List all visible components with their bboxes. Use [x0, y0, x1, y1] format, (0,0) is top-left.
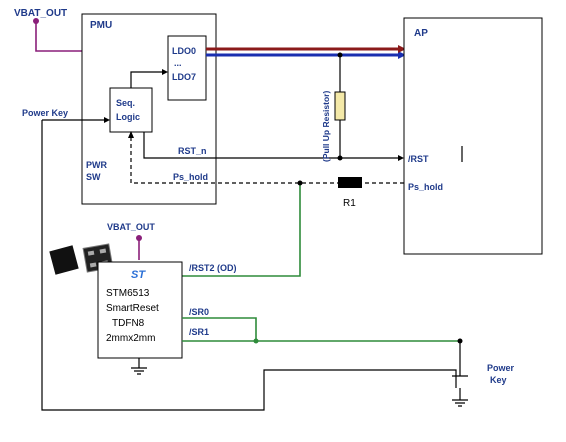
power-key-arrow: [104, 117, 110, 123]
ldo-block: [167, 35, 207, 101]
bus-red-arrow: [398, 45, 406, 53]
sr0-wire: [182, 317, 257, 341]
seq-to-ldo-wire: [130, 71, 166, 88]
r1-resistor: [338, 177, 362, 188]
power-key-right-label-1: Power: [487, 363, 515, 373]
chip-ground-symbol: [131, 367, 147, 375]
rst2-node: [297, 180, 303, 186]
vbat-out-top-label: VBAT_OUT: [14, 8, 67, 19]
ps-hold-arrow: [128, 131, 134, 138]
chip-line-2: SmartReset: [106, 303, 159, 314]
power-key-switch-ground: [452, 399, 468, 407]
st-logo: ST: [131, 269, 146, 281]
ap-block: [403, 17, 543, 255]
seq-logic-block: [109, 87, 153, 133]
ps-hold-pmu-label: Ps_hold: [173, 172, 208, 182]
sr1-label: /SR1: [189, 327, 209, 337]
pull-up-node-bottom: [337, 155, 343, 161]
power-key-wire: [41, 119, 457, 411]
stm6513-chip: [97, 261, 183, 359]
power-key-switch-wire: [452, 341, 468, 400]
ap-label: AP: [414, 28, 428, 39]
pull-up-label: (Pull Up Resistor): [321, 91, 331, 162]
ps-hold-ap-label: Ps_hold: [408, 182, 443, 192]
r1-label: R1: [343, 198, 356, 209]
seq-logic-label-1: Seq.: [116, 98, 135, 108]
rst2-label: /RST2 (OD): [189, 263, 237, 273]
chip-line-3: TDFN8: [112, 318, 145, 329]
rst-ap-label: /RST: [408, 154, 429, 164]
sr0-label: /SR0: [189, 307, 209, 317]
ps-hold-dashed-wire: [130, 134, 404, 184]
rst-n-label: RST_n: [178, 146, 207, 156]
ldo0-label: LDO0: [172, 46, 196, 56]
chip-line-1: STM6513: [106, 288, 150, 299]
power-key-left-label: Power Key: [22, 108, 68, 118]
chip-package-black: [49, 245, 79, 275]
ldo7-label: LDO7: [172, 72, 196, 82]
pwr-label: PWR: [86, 160, 107, 170]
power-key-right-label-2: Key: [490, 375, 507, 385]
rst-n-wire: [143, 132, 402, 159]
rst2-wire: [182, 183, 301, 277]
pmu-label: PMU: [90, 20, 112, 31]
bus-blue-arrow: [398, 51, 406, 59]
sr-join-node: [253, 338, 259, 344]
sw-label: SW: [86, 172, 101, 182]
ldo-dots-label: ...: [174, 58, 182, 68]
pull-up-resistor: [334, 91, 346, 121]
seq-to-ldo-arrow: [162, 69, 168, 75]
vbat-out-mid-label: VBAT_OUT: [107, 222, 155, 232]
rst-n-arrow: [398, 155, 404, 161]
chip-line-4: 2mmx2mm: [106, 333, 155, 344]
seq-logic-label-2: Logic: [116, 112, 140, 122]
